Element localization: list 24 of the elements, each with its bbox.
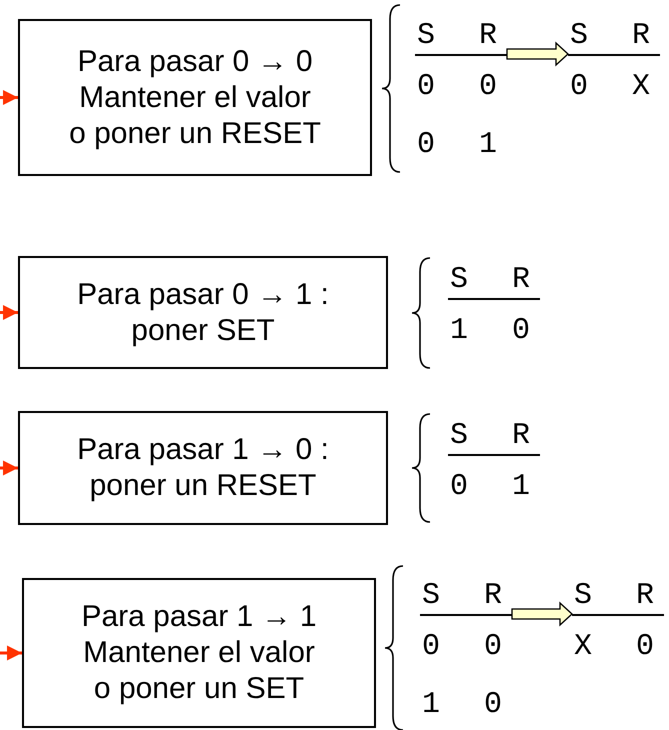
arrow — [0, 646, 22, 660]
table-row-text: X 0 — [573, 629, 656, 666]
table-row-text: 0 1 — [416, 127, 498, 164]
text-box: Para pasar 0 → 0 Mantener el valor o poner un RESET — [18, 19, 372, 176]
table-row-text: 0 0 — [416, 69, 498, 106]
block-arrow — [511, 602, 573, 626]
column-header: S R — [420, 578, 512, 616]
table-row-text: 0 1 — [449, 469, 532, 506]
table-row-text: 0 0 — [421, 629, 504, 666]
column-header: S R — [572, 578, 664, 616]
text-box: Para pasar 1 → 0 : poner un RESET — [18, 411, 388, 525]
column-header: S R — [568, 18, 660, 56]
arrow — [0, 305, 18, 320]
text-box: Para pasar 0 → 1 : poner SET — [18, 256, 388, 369]
column-header: S R — [448, 418, 540, 456]
column-header: S R — [448, 262, 540, 300]
text-box: Para pasar 1 → 1 Mantener el valor o poner un SET — [22, 578, 376, 728]
arrow — [0, 90, 18, 105]
table-row-text: 1 0 — [449, 313, 532, 350]
table-row-text: 1 0 — [421, 687, 504, 724]
column-header: S R — [415, 18, 507, 56]
block-arrow — [506, 42, 569, 66]
table-row-text: 0 X — [569, 69, 652, 106]
arrow — [0, 460, 18, 476]
